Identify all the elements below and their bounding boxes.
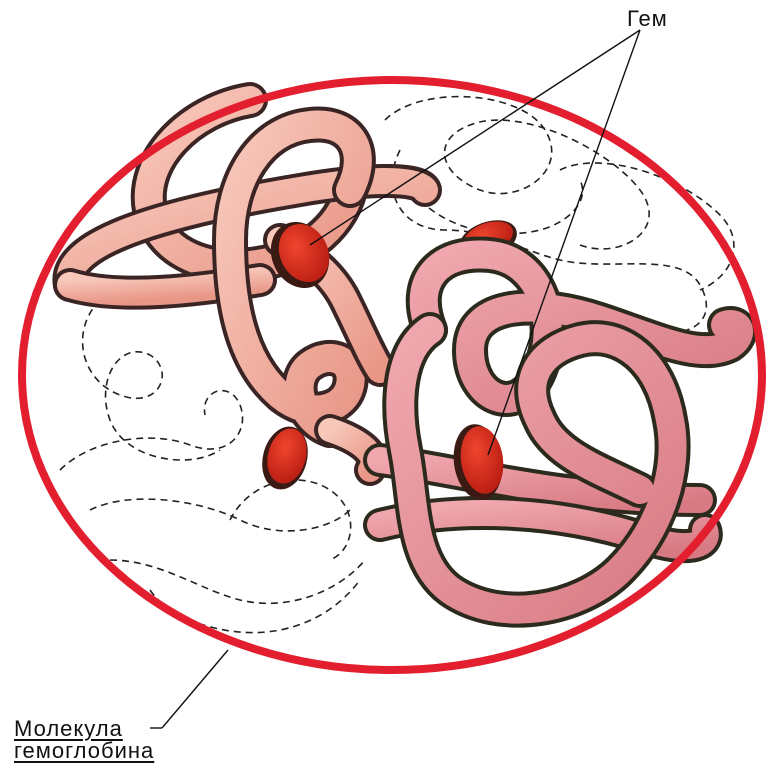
molecule-label-line1: Молекула	[14, 718, 154, 740]
chain-light	[69, 100, 425, 470]
heme-label: Гем	[627, 8, 668, 30]
molecule-label: Молекула гемоглобина	[14, 718, 154, 762]
molecule-label-line2: гемоглобина	[14, 740, 154, 762]
